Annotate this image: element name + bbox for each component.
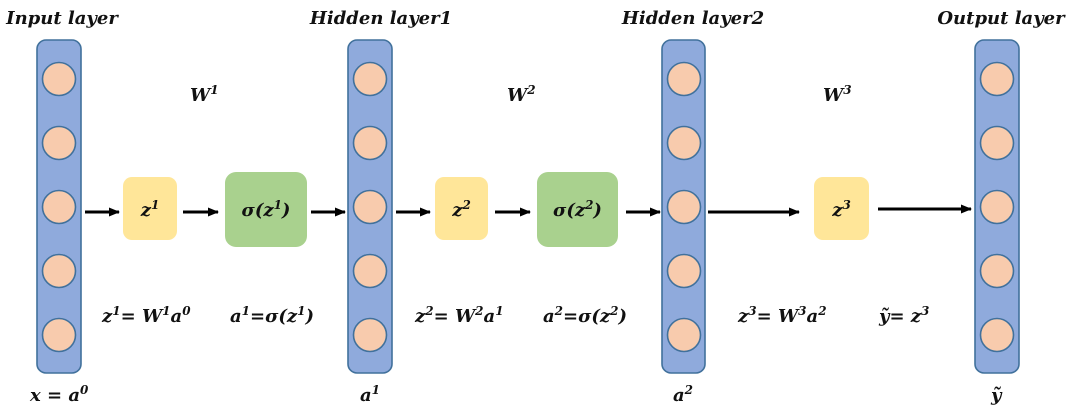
node-z3-label: z3 xyxy=(831,198,851,221)
neuron xyxy=(666,189,702,225)
neuron xyxy=(352,317,388,353)
linear-node-box xyxy=(814,177,869,240)
neuron xyxy=(352,125,388,161)
hidden-layer2-title: Hidden layer2 xyxy=(621,8,764,29)
node-sigma2: σ(z2) xyxy=(537,172,618,247)
equation-a1: a1=σ(z1) xyxy=(230,304,314,327)
hidden-layer1-label: a1 xyxy=(360,383,380,406)
node-sigma1-label: σ(z1) xyxy=(242,198,291,221)
weight-w1-label: W1 xyxy=(190,83,219,106)
neuron xyxy=(352,189,388,225)
hidden-layer-1 xyxy=(347,39,393,374)
hidden-layer2-label: a2 xyxy=(673,383,693,406)
neuron xyxy=(41,317,77,353)
hidden-layer1-title: Hidden layer1 xyxy=(309,8,452,29)
equation-z1: z1= W1a0 xyxy=(101,304,191,327)
activation-node-box xyxy=(225,172,307,247)
weight-w3-label: W3 xyxy=(823,83,852,106)
input-layer-label: x = a0 xyxy=(29,383,89,406)
equation-y: ỹ= z3 xyxy=(878,304,929,327)
equation-z3: z3= W3a2 xyxy=(737,304,827,327)
neuron xyxy=(41,61,77,97)
node-sigma1: σ(z1) xyxy=(225,172,307,247)
input-layer-title: Input layer xyxy=(5,8,119,29)
neuron xyxy=(979,253,1015,289)
neuron xyxy=(41,189,77,225)
node-z1-label: z1 xyxy=(140,198,160,221)
neuron xyxy=(666,125,702,161)
neuron xyxy=(666,317,702,353)
output-layer xyxy=(974,39,1020,374)
neuron xyxy=(352,61,388,97)
output-layer-label: ỹ xyxy=(990,385,1003,406)
node-z2-label: z2 xyxy=(451,198,471,221)
linear-node-box xyxy=(435,177,488,240)
neuron xyxy=(666,253,702,289)
equation-a2: a2=σ(z2) xyxy=(543,304,627,327)
input-layer xyxy=(36,39,82,374)
neuron xyxy=(979,189,1015,225)
linear-node-box xyxy=(123,177,177,240)
node-z1: z1 xyxy=(123,177,177,240)
hidden-layer-2 xyxy=(661,39,706,374)
equation-z2: z2= W2a1 xyxy=(414,304,504,327)
neuron xyxy=(41,253,77,289)
neuron xyxy=(979,125,1015,161)
neuron xyxy=(41,125,77,161)
neuron xyxy=(979,61,1015,97)
node-z3: z3 xyxy=(814,177,869,240)
neuron xyxy=(352,253,388,289)
activation-node-box xyxy=(537,172,618,247)
output-layer-title: Output layer xyxy=(937,8,1066,29)
weight-w2-label: W2 xyxy=(507,83,536,106)
node-sigma2-label: σ(z2) xyxy=(553,198,602,221)
node-z2: z2 xyxy=(435,177,488,240)
neuron xyxy=(979,317,1015,353)
neuron xyxy=(666,61,702,97)
